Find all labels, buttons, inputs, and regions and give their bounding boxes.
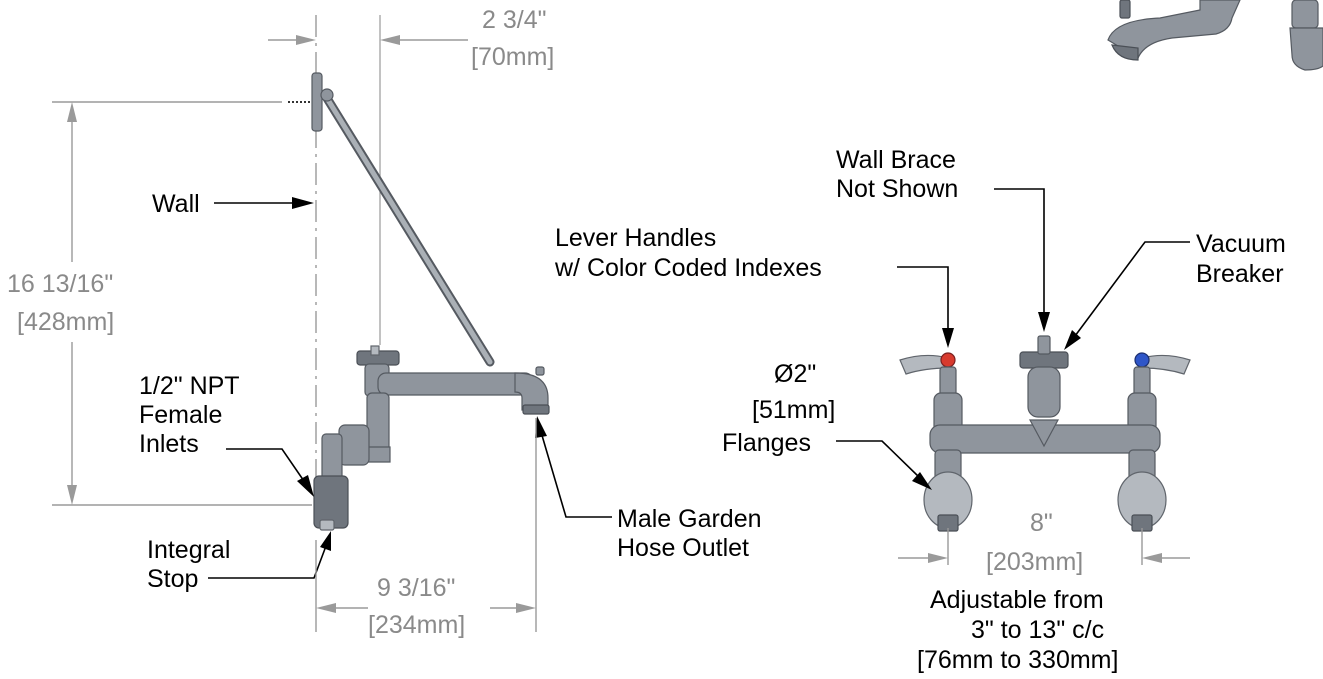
adjustable-note-line1: Adjustable from [930,586,1104,614]
hose-label-line1: Male Garden [617,505,762,533]
flanges-label-line2: [51mm] [752,396,835,424]
reach-dim-line1: 9 3/16" [377,574,455,602]
handles-label-line2: w/ Color Coded Indexes [554,254,822,282]
reach-dim-line2: [234mm] [368,611,465,639]
cold-index-icon [1134,352,1150,368]
centers-dim-line1: 8" [1030,509,1053,537]
npt-label-line3: Inlets [139,430,199,458]
flanges-label-line3: Flanges [722,429,811,457]
brace-label-line1: Wall Brace [836,146,956,174]
wall-label: Wall [152,190,200,218]
stop-label-line1: Integral [147,536,230,564]
adjustable-note-line2: 3" to 13" c/c [971,616,1104,644]
hose-label-line2: Hose Outlet [617,534,749,562]
stop-label-line2: Stop [147,565,198,593]
vacuum-label-line2: Breaker [1196,260,1284,288]
faucet-iso-partial [1107,0,1323,71]
faucet-side-body [313,345,550,531]
offset-dim-line2: [70mm] [471,43,554,71]
handles-label-line1: Lever Handles [555,224,716,252]
centers-dim-line2: [203mm] [986,548,1083,576]
side-view: Wall 1/2" NPT Female Inlets Integral Sto… [7,6,762,639]
front-view: Wall Brace Not Shown Lever Handles w/ Co… [554,0,1323,674]
brace-label-line2: Not Shown [836,175,958,203]
flanges-label-line1: Ø2" [774,360,816,388]
npt-label-line1: 1/2" NPT [139,372,240,400]
offset-dim-line1: 2 3/4" [482,6,546,34]
hot-index-icon [940,352,956,368]
npt-label-line2: Female [139,401,222,429]
adjustable-note-line3: [76mm to 330mm] [917,646,1118,674]
height-dim-line1: 16 13/16" [7,270,113,298]
vacuum-label-line1: Vacuum [1196,230,1286,258]
wall-brace [288,72,495,367]
faucet-front-body [899,335,1191,532]
height-dim-line2: [428mm] [17,308,114,336]
